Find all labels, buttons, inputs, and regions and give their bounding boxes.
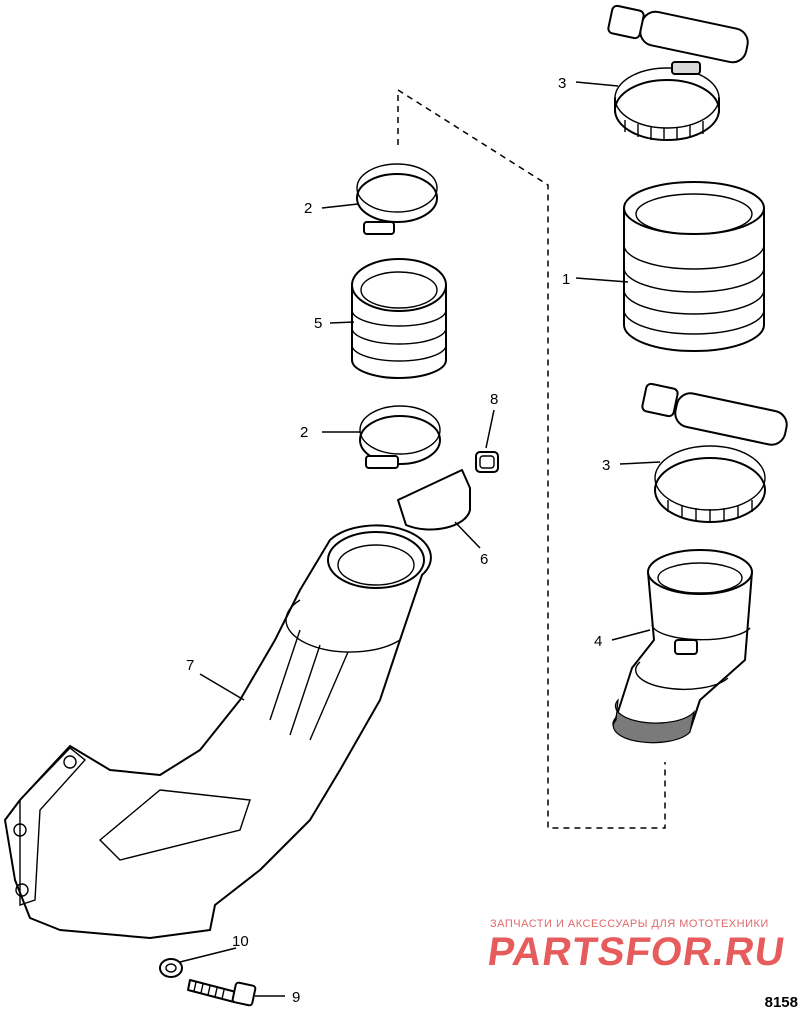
callout-4: 4: [594, 633, 602, 650]
callout-1: 1: [562, 271, 570, 288]
callout-10: 10: [232, 933, 249, 950]
small-clamp-lower: [359, 405, 441, 469]
callout-9: 9: [292, 989, 300, 1006]
elbow-hose: [612, 549, 753, 744]
plug-part-8: [475, 451, 499, 473]
leader-lines: [179, 81, 661, 997]
small-bellows-sleeve: [351, 258, 447, 379]
callout-7: 7: [186, 657, 194, 674]
deflector-part-6: [397, 469, 471, 531]
hose-clamp-top: [607, 4, 749, 141]
exhaust-elbow-pipe: [4, 524, 432, 939]
hose-clamp-middle: [641, 382, 788, 523]
large-bellows-sleeve: [623, 181, 765, 352]
callout-2-lower: 2: [300, 424, 308, 441]
watermark-subtitle: ЗАПЧАСТИ И АКСЕССУАРЫ ДЛЯ МОТОТЕХНИКИ: [490, 918, 769, 930]
figure-number: 8158: [764, 994, 798, 1011]
callout-6: 6: [480, 551, 488, 568]
assembly-guide-line: [397, 88, 666, 829]
callout-3-middle: 3: [602, 457, 610, 474]
watermark-logo: PARTSFOR.RU: [484, 930, 789, 974]
callout-8: 8: [490, 391, 498, 408]
callout-3-top: 3: [558, 75, 566, 92]
small-clamp-upper: [356, 163, 438, 235]
callout-5: 5: [314, 315, 322, 332]
washer-part-10: [159, 958, 183, 978]
callout-numbers: 1 2 2 3 3 4 5 6 7 8 9 10: [186, 75, 610, 1006]
callout-2-upper: 2: [304, 200, 312, 217]
bolt-part-9: [187, 979, 257, 1007]
